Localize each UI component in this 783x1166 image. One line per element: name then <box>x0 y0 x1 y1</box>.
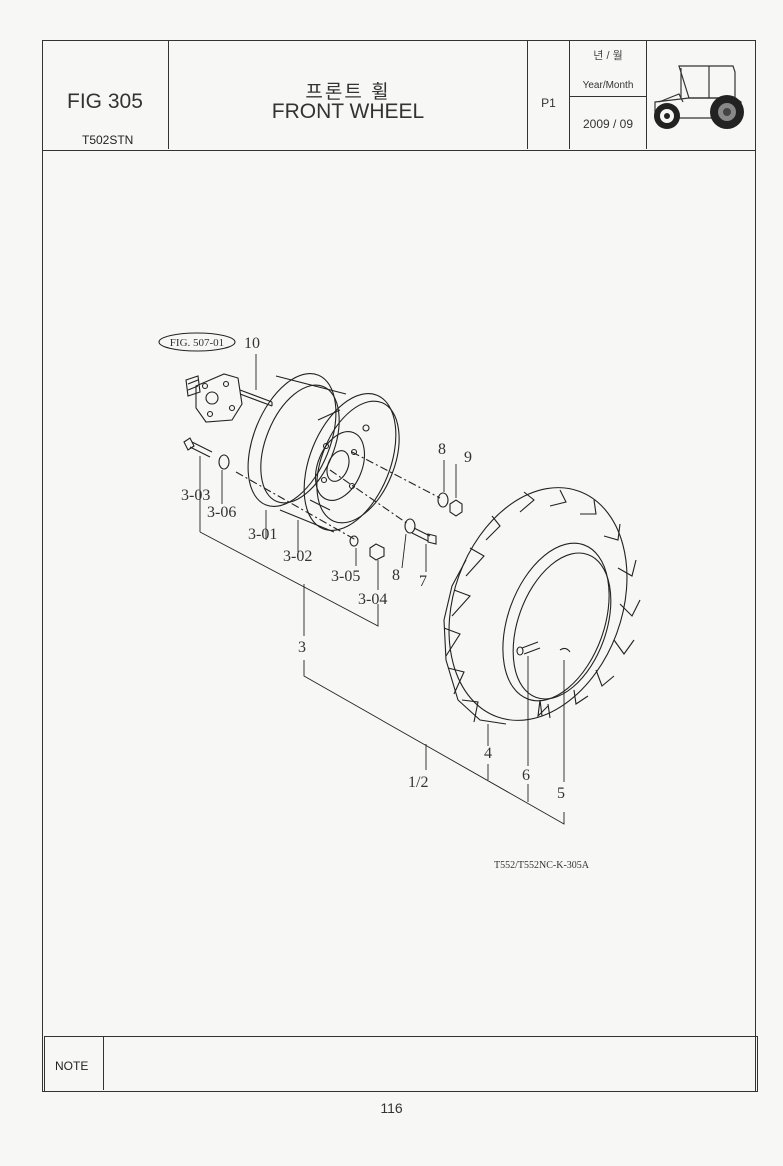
washer-8-lower <box>404 518 416 534</box>
title-korean: 프론트 휠 <box>305 82 391 103</box>
part-label-1-2: 1/2 <box>408 774 428 791</box>
part-label-3-03: 3-03 <box>181 487 210 504</box>
front-wheel-diagram: FIG. 507-01 10 8 9 3-03 3-06 3-01 3-02 3… <box>158 332 641 871</box>
date-cell: 년 / 월 Year/Month 2009 / 09 <box>570 40 647 149</box>
part-label-3-02: 3-02 <box>283 548 312 565</box>
part-label-7: 7 <box>419 573 427 590</box>
part-label-6: 6 <box>522 767 530 784</box>
fig-ref-label: FIG. 507-01 <box>170 337 224 349</box>
tire <box>443 487 641 725</box>
page-cell: P1 <box>528 40 570 149</box>
part-label-9: 9 <box>464 449 472 466</box>
page-number: 116 <box>380 1100 403 1116</box>
washer-3-06 <box>218 454 230 470</box>
fig-ref-bubble <box>158 332 236 352</box>
part-label-8-upper: 8 <box>438 441 446 458</box>
date-value: 2009 / 09 <box>582 117 634 131</box>
part-label-8-lower: 8 <box>392 567 400 584</box>
part-label-5: 5 <box>557 785 565 802</box>
fig-number: FIG 305 <box>67 90 143 113</box>
part-label-4: 4 <box>484 745 492 762</box>
image-cell <box>647 40 754 149</box>
washer-8-upper <box>437 492 449 508</box>
part-label-3: 3 <box>298 639 306 656</box>
bolt-3-03 <box>183 437 213 458</box>
tractor-icon <box>654 65 744 129</box>
note-label: NOTE <box>55 1059 89 1073</box>
title-cell: 프론트 휠 FRONT WHEEL <box>169 40 528 149</box>
axis-lines <box>235 451 441 541</box>
leader-lines <box>199 354 565 825</box>
part-label-3-06: 3-06 <box>207 504 236 521</box>
nut-3-04 <box>369 543 385 561</box>
stud-bolt <box>239 389 273 407</box>
date-label-korean: 년 / 월 <box>593 50 623 62</box>
title-english: FRONT WHEEL <box>271 100 425 123</box>
date-label-english: Year/Month <box>582 80 634 91</box>
fig-cell: FIG 305 T502STN <box>42 40 169 149</box>
bolt-7 <box>411 527 437 545</box>
date-divider <box>570 96 646 97</box>
wheel-rim <box>247 373 400 533</box>
nut-9 <box>449 499 463 517</box>
part-label-3-04: 3-04 <box>358 591 387 608</box>
part-label-3-01: 3-01 <box>248 526 277 543</box>
part-label-3-05: 3-05 <box>331 568 360 585</box>
hub-flange <box>185 373 243 423</box>
part-label-10: 10 <box>244 335 260 352</box>
washer-3-05 <box>349 535 359 547</box>
header: FIG 305 T502STN 프론트 휠 FRONT WHEEL P1 년 /… <box>42 40 756 151</box>
valve <box>516 641 541 656</box>
drawing-code: T552/T552NC-K-305A <box>494 860 590 871</box>
note-label-cell: NOTE <box>45 1037 104 1090</box>
tube <box>559 647 571 653</box>
note-box: NOTE <box>44 1036 758 1092</box>
page-label: P1 <box>541 96 556 110</box>
model-code: T502STN <box>82 133 134 147</box>
